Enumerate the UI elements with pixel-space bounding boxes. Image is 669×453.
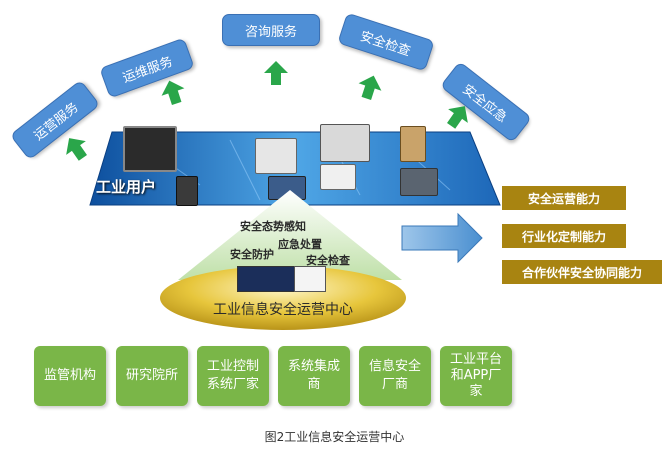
partner-label: 工业平台 和APP厂 家	[449, 352, 502, 399]
partner-label: 研究院所	[125, 368, 178, 383]
partner-box: 工业平台 和APP厂 家	[440, 346, 512, 406]
server-image	[176, 176, 198, 206]
partner-box: 系统集成 商	[278, 346, 350, 406]
figure-caption: 图2工业信息安全运营中心	[264, 430, 405, 444]
partner-label: 工业控制 系统厂家	[206, 359, 259, 392]
partner-label: 系统集成 商	[287, 359, 340, 392]
platform-label: 工业用户	[96, 178, 157, 196]
partner-box: 信息安全 厂商	[359, 346, 431, 406]
partner-label: 信息安全 厂商	[368, 359, 421, 392]
triangle-label: 安全防护	[230, 248, 274, 261]
partner-box: 工业控制 系统厂家	[197, 346, 269, 406]
partner-box: 监管机构	[34, 346, 106, 406]
triangle-label: 安全态势感知	[240, 220, 306, 233]
cnc-machine-image	[320, 164, 356, 190]
cabinet-image	[400, 126, 426, 162]
capability-box: 行业化定制能力	[502, 224, 626, 248]
plc-image	[400, 168, 438, 196]
service-label: 咨询服务	[244, 24, 297, 40]
monitor-image	[294, 266, 326, 292]
partner-label: 监管机构	[43, 368, 96, 383]
screen-image	[237, 266, 295, 292]
service-box-consulting: 咨询服务	[222, 14, 320, 46]
center-label: 工业信息安全运营中心	[213, 302, 353, 318]
partner-box: 研究院所	[116, 346, 188, 406]
capability-label: 安全运营能力	[527, 191, 600, 206]
cnc-machine-image	[320, 124, 370, 162]
capability-box: 合作伙伴安全协同能力	[502, 260, 662, 284]
capability-label: 合作伙伴安全协同能力	[521, 265, 642, 280]
cnc-machine-image	[255, 138, 297, 174]
control-panel-image	[123, 126, 177, 172]
capability-box: 安全运营能力	[502, 186, 626, 210]
triangle-label: 安全检查	[306, 254, 350, 267]
triangle-label: 应急处置	[278, 238, 322, 251]
capability-label: 行业化定制能力	[521, 229, 606, 244]
